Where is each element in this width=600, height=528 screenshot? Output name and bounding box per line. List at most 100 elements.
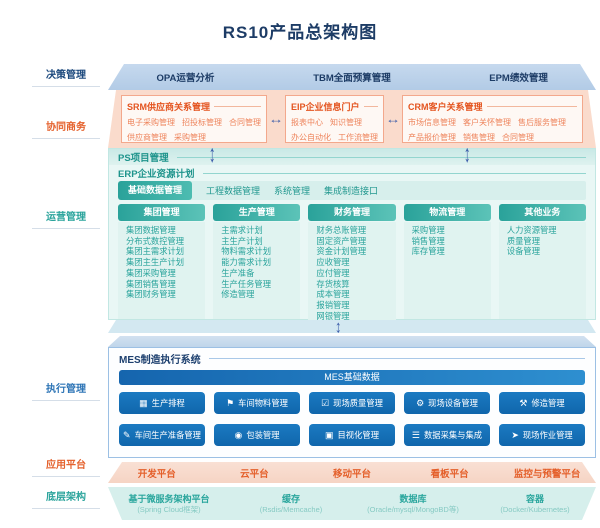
infra-label: 容器 bbox=[525, 493, 544, 504]
mes-btn-label: 现场设备管理 bbox=[428, 398, 478, 408]
collaboration-band: SRM供应商关系管理 电子采购管理 招投标管理 合同管理 供应商管理 采购管理 … bbox=[108, 90, 596, 148]
erp-item: 人力资源管理 bbox=[506, 225, 557, 235]
crm-item: 合同管理 bbox=[502, 133, 534, 142]
mes-btn-production-scheduling[interactable]: ▦ 生产排程 bbox=[119, 392, 205, 414]
erp-item: 报销管理 bbox=[316, 299, 350, 310]
title-rule bbox=[364, 106, 378, 107]
mes-btn-label: 现场质量管理 bbox=[333, 398, 383, 408]
erp-column-finance: 财务管理 财务总账管理 固定资产管理 资金计划管理 应收管理 应付管理 存货核算… bbox=[308, 204, 396, 322]
erp-base-strip bbox=[108, 320, 596, 333]
column-header: 集团管理 bbox=[118, 204, 206, 221]
mes-btn-packaging[interactable]: ◉ 包装管理 bbox=[214, 424, 300, 446]
platform-item-dev: 开发平台 bbox=[137, 468, 176, 480]
infra-sub: (Docker/Kubernetes) bbox=[500, 504, 570, 514]
tab-engineering-data-mgmt[interactable]: 工程数据管理 bbox=[206, 186, 261, 196]
mes-btn-production-prep[interactable]: ✎ 车间生产准备管理 bbox=[119, 424, 205, 446]
erp-item: 设备管理 bbox=[506, 246, 541, 257]
mes-btn-label: 现场作业管理 bbox=[522, 430, 573, 440]
data-collect-icon: ☰ bbox=[411, 429, 420, 440]
left-right-arrow-icon: ↔ bbox=[385, 112, 401, 126]
column-header: 物流管理 bbox=[403, 204, 491, 221]
mes-btn-field-operations[interactable]: ➤ 现场作业管理 bbox=[499, 424, 585, 446]
mes-btn-repair[interactable]: ⚒ 修造管理 bbox=[499, 392, 585, 414]
erp-item: 生产任务管理 bbox=[221, 278, 271, 289]
crm-box: CRM客户关系管理 市场信息管理 客户关怀管理 售后服务管理 产品报价管理 销售… bbox=[402, 95, 583, 143]
tab-basic-data-mgmt[interactable]: 基础数据管理 bbox=[118, 181, 193, 200]
eip-item: 工作流管理 bbox=[338, 133, 378, 142]
vertical-link-arrow-icon: ↕ bbox=[209, 139, 216, 168]
infra-sub: (Rsdis/Memcache) bbox=[259, 504, 323, 514]
erp-item: 能力需求计划 bbox=[221, 257, 271, 268]
infra-item-cache: 缓存 (Rsdis/Memcache) bbox=[230, 493, 352, 515]
ps-project-band: PS项目管理 bbox=[109, 149, 595, 165]
mes-btn-field-quality[interactable]: ☑ 现场质量管理 bbox=[309, 392, 395, 414]
mes-btn-data-collection[interactable]: ☰ 数据采集与集成 bbox=[404, 424, 490, 446]
infra-sub: (Spring Cloud框架) bbox=[137, 504, 201, 514]
title-rule bbox=[176, 156, 586, 158]
srm-item: 采购管理 bbox=[174, 133, 206, 142]
eip-box: EIP企业信息门户 报表中心 知识管理 办公自动化 工作流管理 bbox=[285, 95, 384, 143]
erp-item: 集团数据管理 bbox=[126, 225, 176, 235]
mes-base-data-bar: MES基础数据 bbox=[119, 370, 585, 385]
crm-item: 销售管理 bbox=[463, 133, 495, 142]
title-rule bbox=[202, 172, 586, 174]
rail-label-execution: 执行管理 bbox=[32, 380, 100, 401]
mes-btn-label: 车间生产准备管理 bbox=[134, 430, 201, 440]
decision-item-opa: OPA运营分析 bbox=[156, 73, 215, 84]
eip-title: EIP企业信息门户 bbox=[291, 102, 360, 112]
mes-lid-strip bbox=[108, 336, 596, 347]
erp-title-row: ERP企业资源计划 bbox=[109, 165, 595, 181]
operations-container: PS项目管理 ERP企业资源计划 基础数据管理 工程数据管理 系统管理 集成制造… bbox=[108, 148, 596, 322]
erp-item: 销售管理 bbox=[411, 235, 445, 246]
mes-btn-field-equipment[interactable]: ⚙ 现场设备管理 bbox=[404, 392, 490, 414]
srm-item: 合同管理 bbox=[229, 118, 261, 127]
field-pointer-icon: ➤ bbox=[511, 429, 519, 440]
erp-item: 应付管理 bbox=[316, 267, 350, 278]
infra-label: 基于微服务架构平台 bbox=[128, 493, 210, 504]
forklift-icon: ⚑ bbox=[226, 397, 235, 408]
mes-btn-label: 目视化管理 bbox=[337, 430, 380, 440]
infra-label: 缓存 bbox=[281, 493, 300, 504]
tab-system-mgmt[interactable]: 系统管理 bbox=[274, 186, 311, 196]
srm-item: 供应商管理 bbox=[127, 133, 167, 142]
srm-box: SRM供应商关系管理 电子采购管理 招投标管理 合同管理 供应商管理 采购管理 bbox=[121, 95, 267, 143]
eip-item: 知识管理 bbox=[330, 118, 362, 127]
prep-clipboard-icon: ✎ bbox=[123, 429, 131, 440]
crm-item: 产品报价管理 bbox=[408, 133, 456, 142]
erp-item: 采购管理 bbox=[411, 225, 445, 235]
srm-item: 招投标管理 bbox=[182, 118, 222, 127]
erp-item: 集团采购管理 bbox=[126, 267, 176, 278]
platform-item-mobile: 移动平台 bbox=[332, 468, 371, 480]
erp-column-other: 其他业务 人力资源管理 质量管理 设备管理 bbox=[498, 204, 587, 319]
title-rule bbox=[214, 106, 261, 107]
platform-item-monitoring: 监控与预警平台 bbox=[513, 468, 581, 480]
erp-item: 成本管理 bbox=[316, 289, 350, 300]
rail-label-infra: 底层架构 bbox=[32, 488, 100, 509]
rail-label-decision: 决策管理 bbox=[32, 66, 100, 87]
srm-title: SRM供应商关系管理 bbox=[127, 102, 210, 112]
erp-item: 主需求计划 bbox=[221, 225, 263, 235]
crm-title: CRM客户关系管理 bbox=[408, 102, 483, 112]
erp-item: 财务总账管理 bbox=[316, 225, 367, 235]
platform-item-kanban: 看板平台 bbox=[430, 468, 469, 480]
crm-item: 售后服务管理 bbox=[518, 118, 566, 127]
mes-container: MES制造执行系统 MES基础数据 ▦ 生产排程 ⚑ 车间物料管理 ☑ 现场质量… bbox=[108, 347, 596, 458]
package-icon: ◉ bbox=[234, 429, 243, 440]
infra-sub: (Oracle/mysql/MongoBD等) bbox=[367, 504, 459, 514]
infra-label: 数据库 bbox=[399, 493, 427, 504]
mes-btn-visualization[interactable]: ▣ 目视化管理 bbox=[309, 424, 395, 446]
erp-item: 应收管理 bbox=[316, 257, 350, 268]
tab-integrated-mfg-interface[interactable]: 集成制造接口 bbox=[324, 186, 379, 196]
decision-item-epm: EPM绩效管理 bbox=[489, 73, 548, 84]
erp-column-group-mgmt: 集团管理 集团数据管理 分布式数控管理 集团主需求计划 集团主生产计划 集团采购… bbox=[118, 204, 206, 319]
column-header: 生产管理 bbox=[213, 204, 301, 221]
erp-item: 集团主需求计划 bbox=[126, 246, 185, 257]
infrastructure-band: 基于微服务架构平台 (Spring Cloud框架) 缓存 (Rsdis/Mem… bbox=[108, 487, 596, 520]
mes-btn-label: 包装管理 bbox=[246, 430, 280, 440]
mes-btn-workshop-material[interactable]: ⚑ 车间物料管理 bbox=[214, 392, 300, 414]
erp-mes-link-arrow-icon: ↕ bbox=[335, 316, 342, 337]
title-rule bbox=[487, 106, 578, 107]
erp-title: ERP企业资源计划 bbox=[118, 169, 195, 180]
erp-item: 物料需求计划 bbox=[221, 246, 271, 257]
